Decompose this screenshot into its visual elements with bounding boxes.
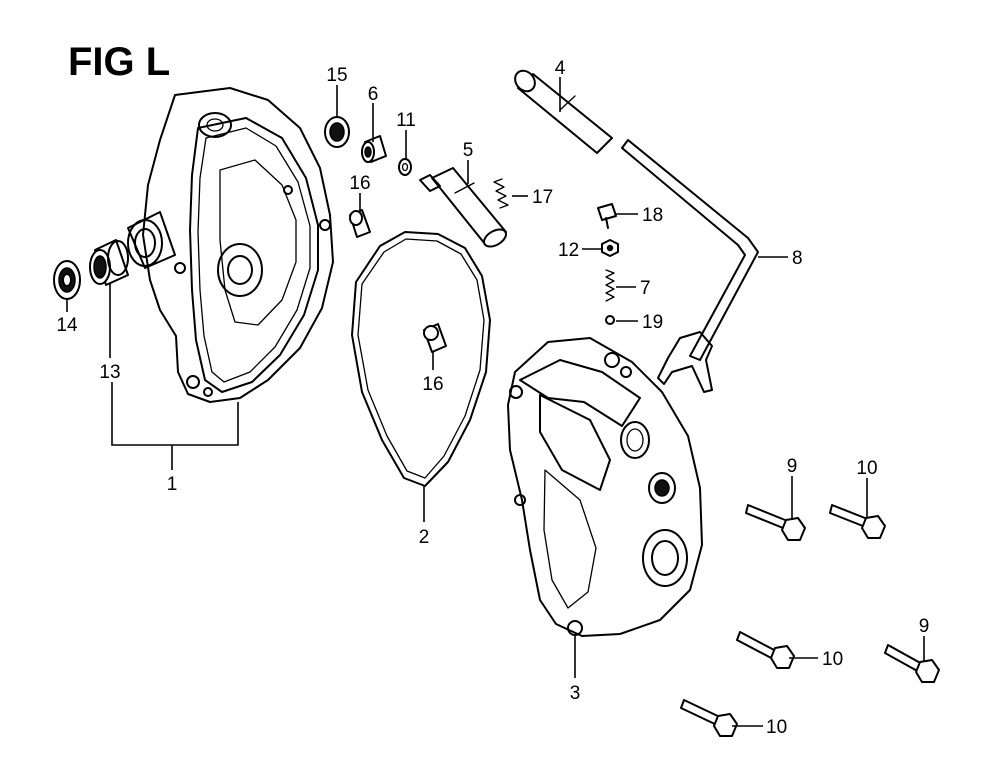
callout-9-upper: 9 [787,456,798,477]
callout-10-middle: 10 [822,649,843,670]
part-16-dowel-pin-upper [349,209,371,238]
callout-12: 12 [558,240,579,261]
callout-2: 2 [419,527,430,548]
callout-14: 14 [56,315,78,336]
leader-lines [66,77,925,727]
part-2-gasket [351,231,491,487]
part-18-bolt [597,203,617,229]
callout-9-lower: 9 [919,616,930,637]
part-case-right [507,337,703,637]
part-8-shift-rod [621,139,759,393]
part-case-left [127,87,334,403]
part-5-shaft [419,167,507,248]
callout-18: 18 [642,205,663,226]
callout-15: 15 [326,65,347,86]
part-19-ball [605,315,615,325]
part-12-nut [601,239,619,257]
part-9-bolt-upper [745,504,806,541]
callout-5: 5 [463,140,474,161]
part-6-bushing [361,135,387,163]
figure-title: FIG L [68,40,170,84]
callout-11: 11 [396,110,416,131]
part-16-dowel-pin-lower [423,323,447,353]
callout-13: 13 [99,362,120,383]
part-15-seal [324,116,350,148]
part-10-bolt-middle [736,631,795,669]
part-9-bolt-lower [884,644,940,683]
callout-4: 4 [555,58,566,79]
callout-16-lower: 16 [422,374,443,395]
callout-7: 7 [640,278,651,299]
callout-19: 19 [642,312,663,333]
callout-10-upper: 10 [856,458,877,479]
callout-16-upper: 16 [349,173,370,194]
part-13-needle-bearing [89,239,129,286]
part-10-bolt-upper [829,504,886,539]
callout-6: 6 [368,84,379,105]
part-17-spring [493,178,509,209]
part-11-washer [398,158,412,176]
part-10-bolt-lower [680,699,738,737]
part-4-sleeve [514,69,613,154]
callout-1: 1 [167,474,178,495]
callout-10-lower: 10 [766,717,787,738]
callout-17: 17 [532,187,553,208]
callout-3: 3 [570,683,581,704]
callout-8: 8 [792,248,803,269]
part-7-spring [605,269,615,302]
part-14-oil-seal [53,260,81,300]
